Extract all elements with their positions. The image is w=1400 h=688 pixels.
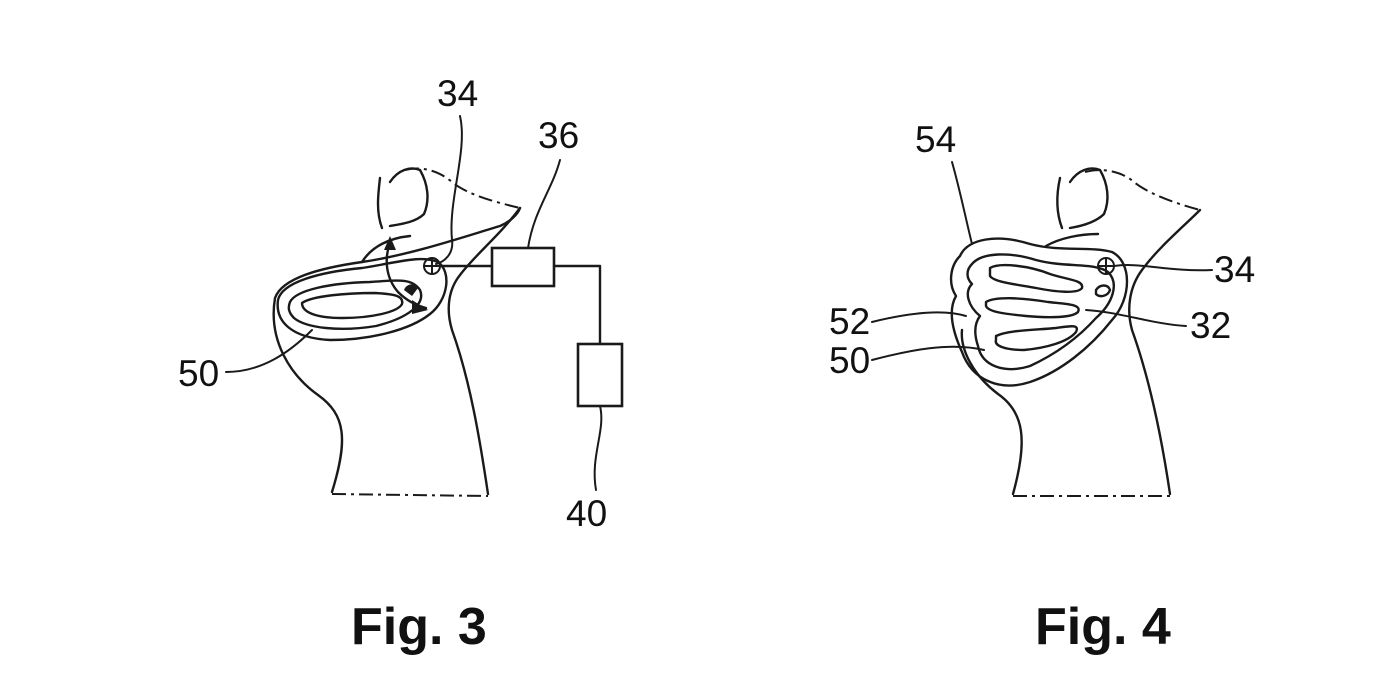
fig4-nipple-area xyxy=(1094,284,1112,298)
fig3-torso-outline xyxy=(272,206,522,494)
fig4-breast-contour-mid xyxy=(966,253,1115,371)
fig4-ref-34: 34 xyxy=(1214,249,1255,290)
fig3-bottom-cut-line xyxy=(331,493,489,497)
figure-4: 54 34 52 32 50 Fig. 4 xyxy=(829,119,1255,656)
fig4-ref-54: 54 xyxy=(915,119,956,160)
fig3-breast-contour-inner xyxy=(300,291,404,320)
fig4-sensor-marker xyxy=(1097,257,1115,275)
fig3-leader-40 xyxy=(593,405,603,491)
fig4-lobe-upper xyxy=(988,263,1084,293)
fig4-leader-32 xyxy=(1085,309,1187,327)
fig3-ref-40: 40 xyxy=(566,493,607,534)
fig3-neck-line xyxy=(360,234,412,264)
fig4-leader-34 xyxy=(1113,264,1213,272)
fig3-breast-contour-outer xyxy=(276,257,448,342)
fig4-body-right-outline xyxy=(1128,208,1202,496)
fig4-breast-contour-outer xyxy=(949,237,1129,387)
fig3-sensor-marker xyxy=(423,257,441,275)
fig4-torso-outline xyxy=(960,328,1023,496)
fig4-ref-50: 50 xyxy=(829,340,870,381)
fig3-ref-34: 34 xyxy=(437,73,478,114)
fig4-lobe-middle xyxy=(984,297,1080,319)
fig4-caption: Fig. 4 xyxy=(1035,598,1171,656)
fig3-ref-36: 36 xyxy=(538,115,579,156)
fig4-ref-32: 32 xyxy=(1190,305,1231,346)
fig4-leader-52 xyxy=(871,311,967,323)
fig3-top-cut-line xyxy=(404,167,521,209)
fig3-connector-36-to-40 xyxy=(552,264,602,346)
fig4-lobe-lower xyxy=(994,325,1079,352)
fig4-neck-line xyxy=(1044,232,1100,248)
fig3-arrow-head-right xyxy=(412,300,428,314)
fig4-mouth-outline xyxy=(1056,167,1109,230)
fig3-body-right-outline xyxy=(447,206,522,496)
fig3-leader-36 xyxy=(527,159,561,249)
figure-3: 34 36 40 50 Fig. 3 xyxy=(178,73,624,656)
fig4-leader-50 xyxy=(871,345,985,361)
fig3-arrow-head-up xyxy=(384,236,396,250)
fig4-ref-52: 52 xyxy=(829,301,870,342)
fig3-leader-34 xyxy=(435,115,463,265)
fig3-leader-50 xyxy=(225,329,313,373)
fig3-box-40 xyxy=(576,342,624,408)
fig3-box-36 xyxy=(490,246,556,288)
fig4-leader-54 xyxy=(951,161,973,245)
fig3-ref-50: 50 xyxy=(178,353,219,394)
fig3-motion-small-mark xyxy=(404,284,418,296)
fig3-caption: Fig. 3 xyxy=(351,598,487,656)
fig3-mouth-outline xyxy=(376,167,429,230)
